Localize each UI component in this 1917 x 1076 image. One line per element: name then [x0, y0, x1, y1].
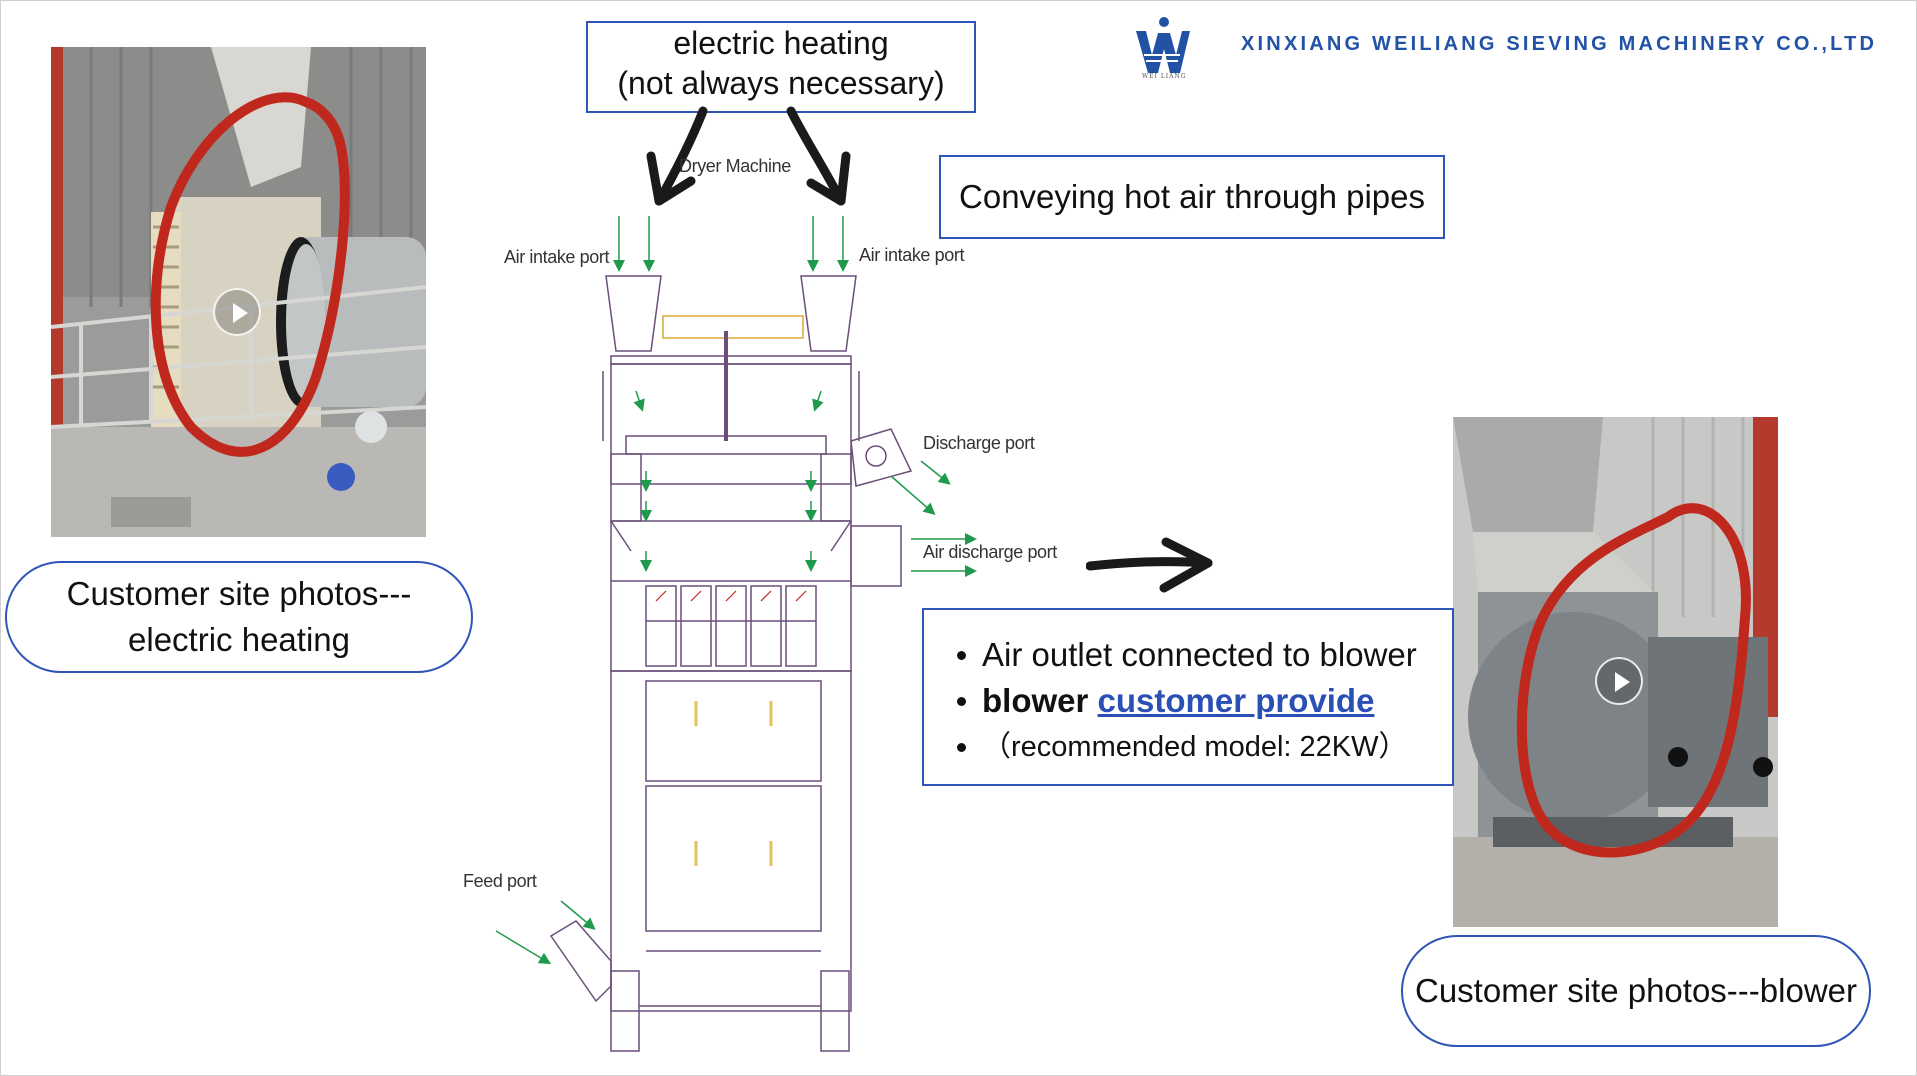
customer-provide-link[interactable]: customer provide [1097, 682, 1375, 719]
recommended-model-text: （recommended model: 22KW） [982, 731, 1408, 763]
air-intake-right-label: Air intake port [859, 245, 965, 265]
air-intake-left-label: Air intake port [504, 247, 610, 267]
blower-caption: Customer site photos---blower [1401, 935, 1871, 1047]
blower-caption-text: Customer site photos---blower [1415, 972, 1857, 1009]
play-icon[interactable] [213, 288, 261, 336]
blower-bold-text: blower [982, 682, 1089, 719]
discharge-port-label: Discharge port [923, 433, 1035, 453]
list-item: Air outlet connected to blower [924, 632, 1452, 678]
electric-heating-caption-line1: Customer site photos--- [66, 575, 412, 612]
blower-info-list: Air outlet connected to blower blower cu… [924, 632, 1452, 770]
logo-text: WEI LIANG [1142, 73, 1187, 80]
electric-heating-line1: electric heating [673, 25, 889, 61]
electric-heating-line2: (not always necessary) [617, 65, 945, 101]
electric-heating-caption: Customer site photos--- electric heating [5, 561, 473, 673]
electric-heating-callout: electric heating (not always necessary) [586, 21, 976, 113]
company-name: XINXIANG WEILIANG SIEVING MACHINERY CO.,… [1241, 33, 1878, 55]
blower-photo [1453, 417, 1778, 927]
heating-arrows [646, 106, 851, 206]
dryer-machine-diagram [495, 216, 977, 1052]
air-discharge-port-label: Air discharge port [923, 542, 1057, 562]
electric-heating-photo [51, 47, 426, 537]
play-icon[interactable] [1595, 657, 1643, 705]
company-logo: WEI LIANG [1134, 15, 1190, 83]
arrow-down-right-icon [786, 106, 846, 206]
conveying-callout: Conveying hot air through pipes [939, 155, 1445, 239]
arrow-right-icon [1086, 537, 1213, 593]
blower-photo-art [1453, 417, 1778, 927]
feed-port-label: Feed port [463, 871, 537, 891]
electric-heating-caption-line2: electric heating [128, 621, 350, 658]
list-item: blower customer provide [924, 678, 1452, 724]
air-outlet-text: Air outlet connected to blower [982, 636, 1417, 673]
dryer-machine-title: Dryer Machine [679, 156, 791, 176]
blower-info-box: Air outlet connected to blower blower cu… [922, 608, 1454, 786]
conveying-text: Conveying hot air through pipes [959, 178, 1425, 215]
arrow-down-left-icon [654, 106, 708, 206]
logo-mark-icon [1136, 17, 1190, 73]
list-item: （recommended model: 22KW） [924, 724, 1452, 770]
